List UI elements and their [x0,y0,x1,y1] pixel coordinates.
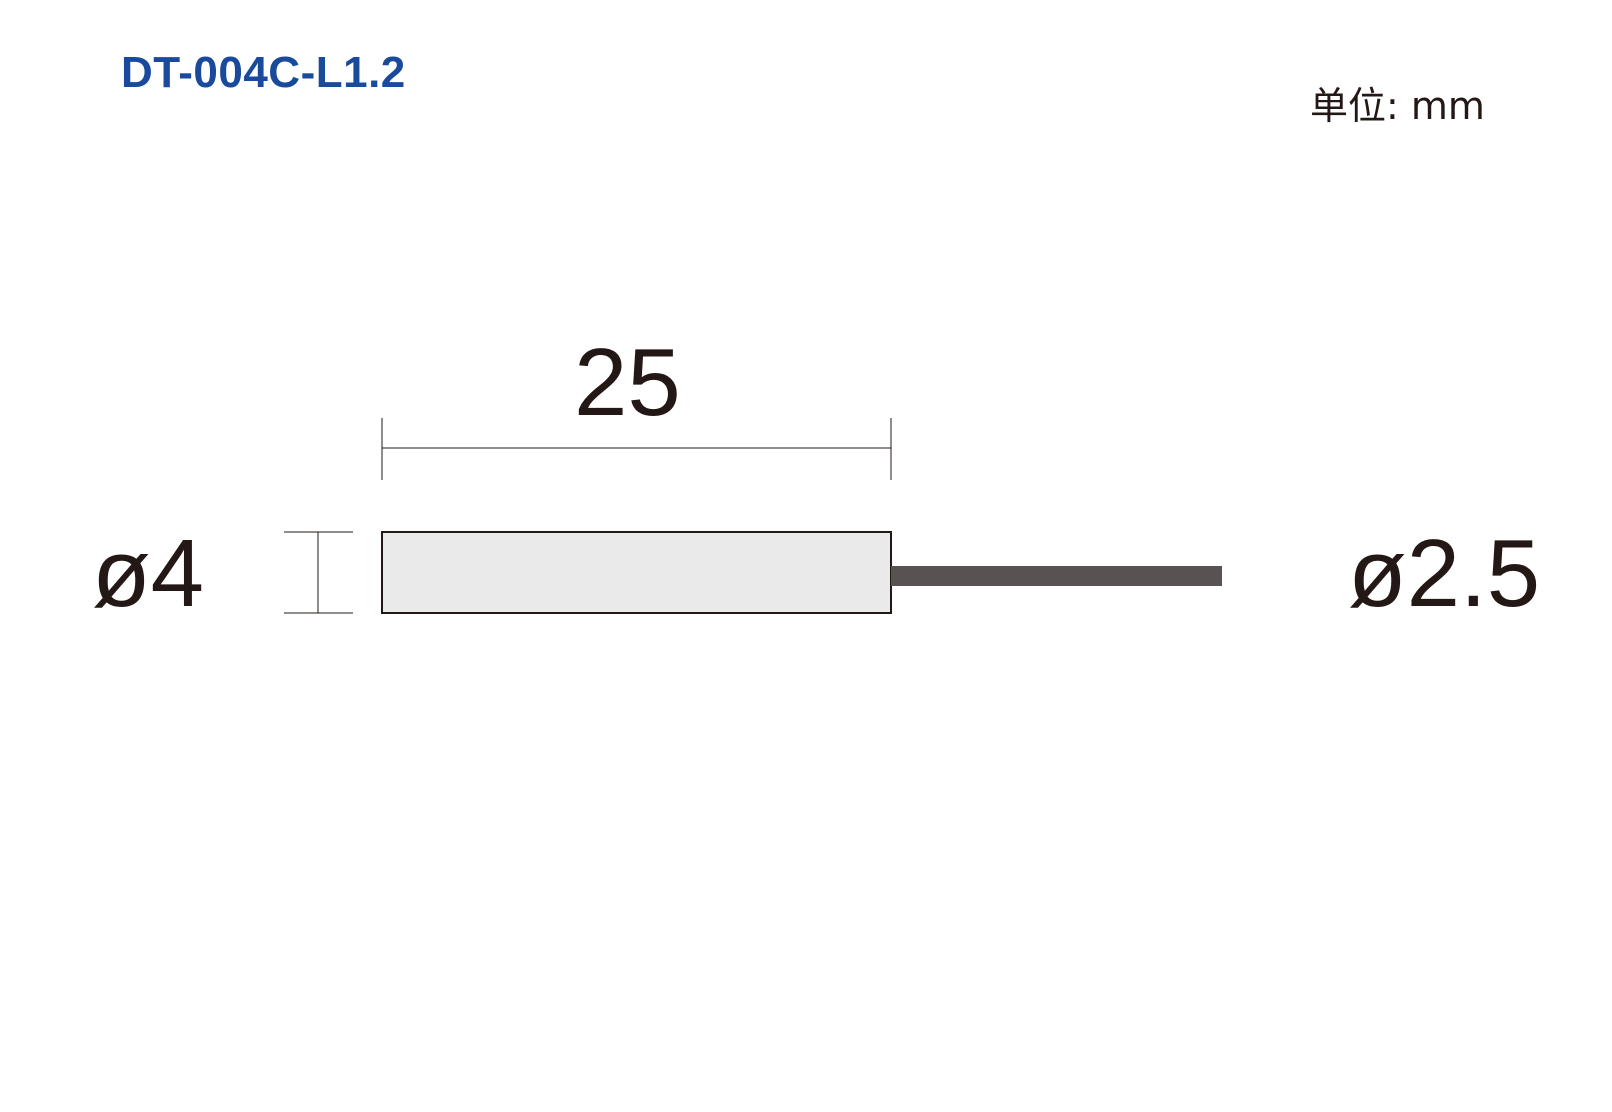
body-diameter-dimension [284,531,353,614]
length-dimension-label: 25 [574,329,681,436]
length-dimension [381,418,892,480]
cable-diameter-label: ø2.5 [1348,520,1541,627]
body-diameter-label: ø4 [92,520,205,627]
sensor-cable [891,566,1222,586]
model-number-title: DT-004C-L1.2 [121,48,406,97]
sensor-body [381,531,892,614]
unit-label: 单位: mm [1310,84,1485,128]
